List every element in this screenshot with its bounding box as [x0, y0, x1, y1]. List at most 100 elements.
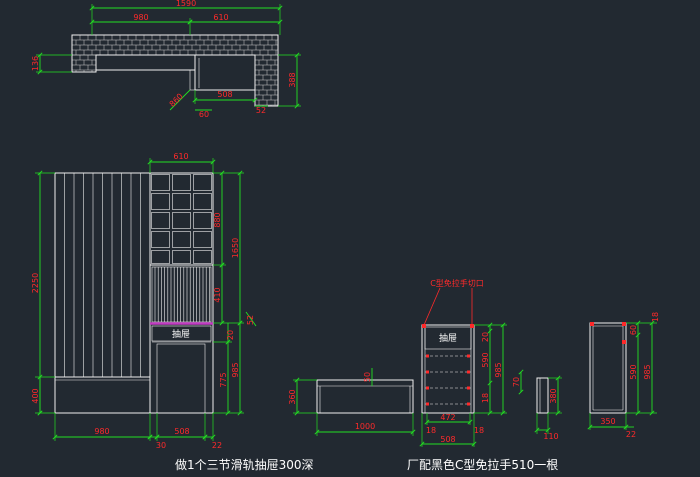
elev-offset-dim-line	[245, 311, 257, 327]
drawing-notes: 做1个三节滑轨抽屉300深 厂配黑色C型免拉手510一根	[175, 457, 558, 472]
shelf-pin-marker	[426, 386, 429, 390]
shelf-pin-marker	[467, 370, 470, 374]
elev-bottom-left-dim-label: 980	[94, 427, 109, 436]
elev-upper-height-dim-tick	[237, 170, 243, 176]
cubby-compartment	[172, 212, 191, 229]
bench-width-dim-label: 1000	[355, 422, 375, 431]
plan-left-width-dim-tick	[89, 19, 95, 25]
bench-top-dim-label: 50	[363, 372, 372, 382]
end-panel-top-label: 60	[629, 325, 638, 335]
cabinet-inner-width-dim-label: 472	[440, 413, 455, 422]
side-panel-top-dim-tick	[518, 389, 524, 395]
plan-overall-dim-tick	[89, 5, 95, 11]
cabinet-plan-outline	[194, 54, 256, 91]
elev-shelf-height-dim-tick	[219, 320, 225, 326]
plan-right-depth-dim-label: 388	[288, 72, 297, 87]
cabinet-outline	[421, 324, 475, 414]
plan-left-width-dim-label: 980	[133, 13, 148, 22]
cubby-compartment	[151, 174, 170, 191]
side-panel-width-dim-tick	[534, 427, 540, 433]
elev-shelf-height-dim-tick	[219, 262, 225, 268]
elev-top-width-dim-tick	[147, 159, 153, 165]
cabinet-inner-width-dim-tick	[467, 419, 473, 425]
plan-diagonal-dim-label: 860	[168, 92, 185, 109]
elevation-drawer-label: 抽屉	[172, 328, 190, 340]
cabinet-drawer-front	[424, 326, 472, 350]
handle-cutout-label: C型免拉手切口	[430, 278, 484, 288]
brick-wall-region	[254, 54, 279, 107]
plan-left-depth-dim-tick	[37, 69, 43, 75]
cubby-compartment	[172, 193, 191, 210]
elev-bottom-gap-dim-label: 30	[156, 441, 166, 450]
handle-note: 厂配黑色C型免拉手510一根	[407, 457, 558, 472]
plan-bottom-width-dim-tick	[192, 97, 198, 103]
elev-total-height-dim-tick	[37, 170, 43, 176]
cubby-compartment	[151, 193, 170, 210]
elev-cubby-height-dim-tick	[219, 170, 225, 176]
plan-left-depth-dim-label: 136	[31, 56, 40, 71]
side-panel-outline	[536, 377, 549, 414]
cutout-leader-line	[423, 287, 441, 326]
elev-lower-height-dim-label: 985	[231, 362, 240, 377]
elev-bottom-right-dim-label: 22	[212, 441, 222, 450]
plan-diagonal-dim-line	[169, 89, 191, 111]
elev-bench-height-dim-tick	[37, 410, 43, 416]
door-panel	[156, 343, 206, 414]
plan-left-depth-dim-tick	[37, 52, 43, 58]
wardrobe-outline	[54, 172, 214, 414]
cabinet-height-dim-label: 985	[494, 362, 503, 377]
cabinet-part-dim-tick	[487, 380, 493, 386]
elev-bench-height-dim-tick	[37, 374, 43, 380]
shelf-pin-marker	[622, 340, 626, 344]
end-panel-part-dim-tick	[635, 332, 641, 338]
cabinet-drawer-label: 抽屉	[439, 332, 457, 344]
cabinet-height-dim-tick	[500, 322, 506, 328]
cabinet-side-left-label: 18	[426, 426, 436, 435]
side-panel-height-dim-tick	[555, 375, 561, 381]
end-panel-height-dim-tick	[649, 410, 655, 416]
cabinet-outer-width-dim-label: 508	[440, 435, 455, 444]
elev-total-height-dim-label: 2250	[31, 273, 40, 293]
drawer-front	[151, 325, 212, 342]
plan-right-depth-dim-tick	[294, 103, 300, 109]
cabinet-drawer-height-label: 590	[481, 352, 490, 367]
cabinet-side-right-label: 18	[474, 426, 484, 435]
shelf-pin-marker	[467, 354, 470, 358]
plan-right-width-dim-tick	[187, 19, 193, 25]
end-panel-height-dim-tick	[649, 320, 655, 326]
side-panel-top-dim-tick	[518, 369, 524, 375]
elev-shelf-height-dim-label: 410	[213, 287, 222, 302]
bench-width-dim-tick	[314, 429, 320, 435]
handle-cutout-marker	[422, 324, 426, 328]
side-panel-height-dim-tick	[555, 410, 561, 416]
elev-bottom-gap-dim-tick	[147, 434, 153, 440]
side-panel-height-dim-label: 380	[549, 388, 558, 403]
shelf-pin-marker	[426, 370, 429, 374]
end-panel-part-dim-tick	[635, 410, 641, 416]
cubby-compartment	[193, 231, 212, 248]
elev-door-height-dim-tick	[225, 410, 231, 416]
plan-right-width-dim-label: 610	[213, 13, 228, 22]
elev-bottom-door-dim-tick	[154, 434, 160, 440]
plan-gap-right-dim-label: 52	[256, 106, 266, 115]
elev-top-width-dim-tick	[210, 159, 216, 165]
elev-bottom-left-dim-tick	[52, 434, 58, 440]
handle-cutout-marker	[470, 324, 474, 328]
plan-right-depth-dim-tick	[294, 52, 300, 58]
shelf-pin-marker	[426, 402, 429, 406]
cubby-compartment	[172, 231, 191, 248]
cabinet-height-dim-tick	[500, 410, 506, 416]
front-elevation: 抽屉 6102250400880410165098577520529803050…	[31, 152, 257, 450]
cubby-compartment	[193, 193, 212, 210]
cubby-compartment	[151, 250, 170, 264]
bench-height-dim-tick	[294, 410, 300, 416]
cabinet-part-dim-tick	[487, 322, 493, 328]
elev-cubby-height-dim-label: 880	[213, 212, 222, 227]
cubby-compartment	[172, 174, 191, 191]
